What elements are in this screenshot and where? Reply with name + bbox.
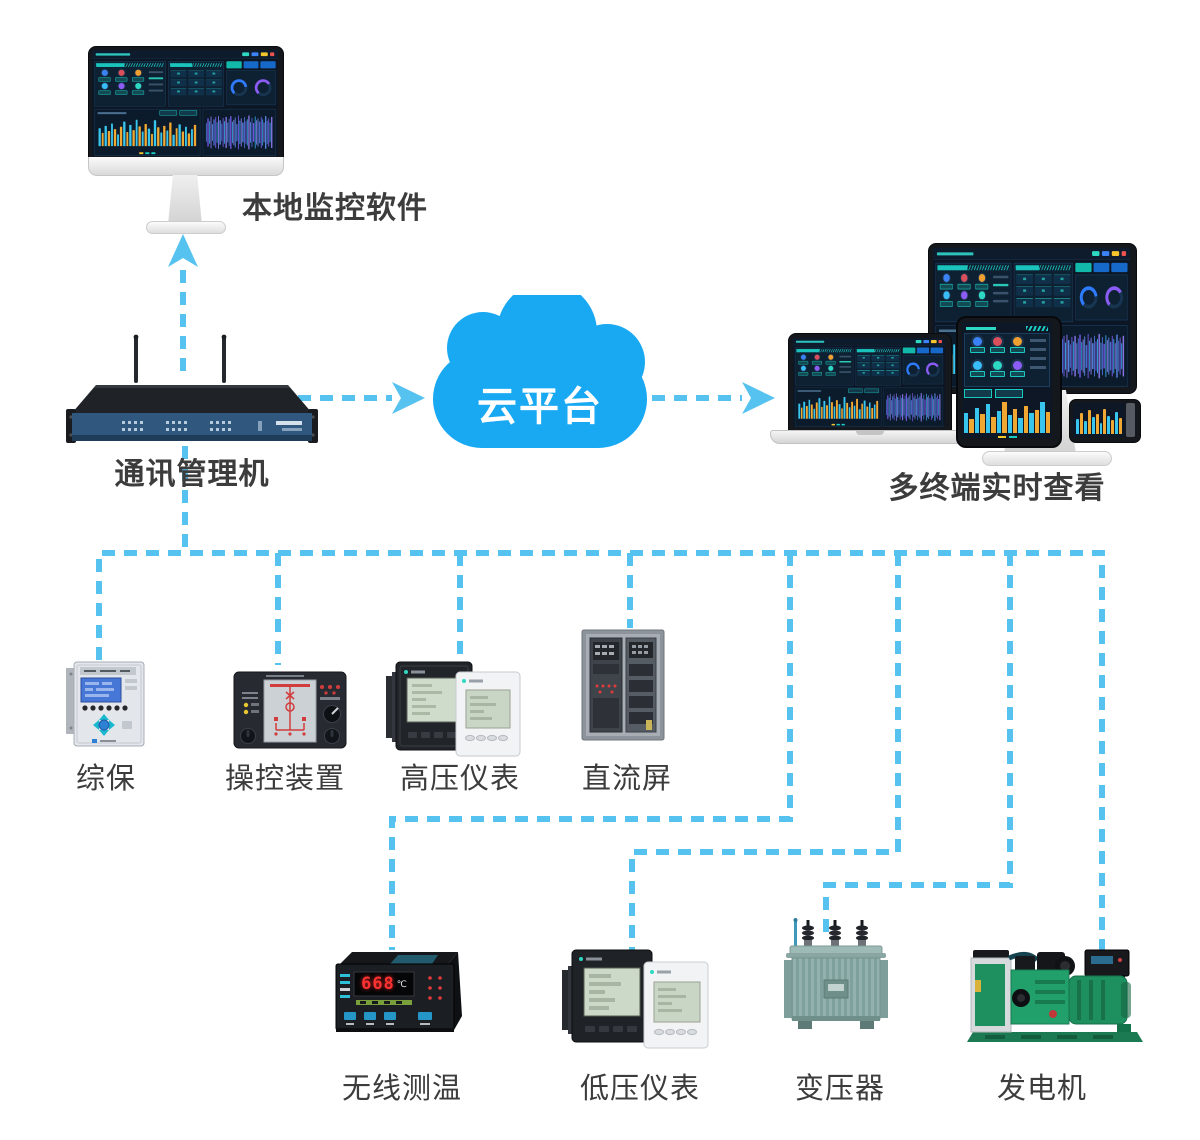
hv-meter-illustration [386,661,521,757]
arrow-up-icon [168,234,198,267]
monitor-base [146,221,226,234]
label-gateway: 通讯管理机 [114,458,270,491]
label-wireless-temp: 无线测温 [341,1073,463,1105]
phone-screen [1073,403,1125,437]
temperature-led-display: 668 ℃ [356,974,412,994]
label-control-device: 操控装置 [224,763,346,795]
arrow-right-icon [392,382,425,414]
label-hv-meter: 高压仪表 [399,763,521,795]
wire-bus [96,550,1105,950]
wire-drop-lv-meter [629,553,901,952]
generator-illustration [967,949,1143,1042]
wire-drop-transformer [823,553,1013,940]
label-terminals: 多终端实时查看 [888,472,1106,505]
monitor-chin [88,157,284,176]
local-monitor-screen [92,50,278,156]
label-lv-meter: 低压仪表 [579,1073,701,1105]
transformer-illustration [784,918,888,1029]
phone-side-panel [1126,403,1135,437]
laptop-base [770,430,970,444]
gateway-illustration [66,334,318,443]
led-value: 668 [361,974,395,994]
tablet-screen [962,322,1052,438]
led-unit: ℃ [396,978,407,989]
dashboard-screen-content [92,50,278,156]
label-protection-relay: 综保 [75,763,137,795]
label-cloud: 云平台 [477,385,603,429]
monitor-stand [168,175,202,225]
label-transformer: 变压器 [794,1073,886,1105]
lv-meter-illustration [562,949,709,1049]
control-device-illustration [233,671,347,749]
laptop-screen [793,338,945,427]
dc-panel-illustration [581,629,665,741]
label-local-monitor: 本地监控软件 [242,192,428,225]
protection-relay-illustration [66,661,145,747]
arrow-right-icon [742,382,775,414]
label-dc-panel: 直流屏 [581,763,673,795]
dashboard-screen-content [793,338,945,427]
desktop-base [982,451,1112,466]
wire-drop-wireless-temp [389,553,793,950]
label-generator: 发电机 [996,1073,1088,1105]
dashboard-screen-content [962,322,1052,438]
dashboard-screen-content [1073,403,1125,437]
cloud-icon [433,295,647,448]
wireless-temp-illustration [335,952,462,1032]
